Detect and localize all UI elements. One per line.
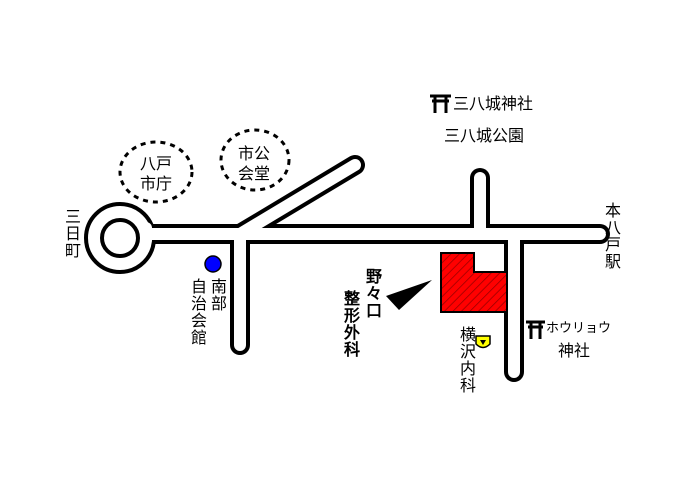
hon-hachinohe-label: 本八戸駅 — [602, 202, 621, 270]
torii-icon — [430, 94, 451, 113]
city-hall-label-1: 八戸 — [140, 154, 173, 173]
arrow-icon — [386, 280, 432, 310]
hourilyou-label-2: 神社 — [558, 341, 591, 360]
shrine-label: 三八城神社 — [453, 94, 534, 113]
city-hall-circle — [118, 140, 194, 204]
clinic-block — [440, 252, 508, 313]
hourilyou-label-1: ホウリョウ — [546, 321, 612, 336]
mikkamachi-label: 三日町 — [62, 208, 81, 259]
public-hall-label-1: 市公 — [238, 144, 271, 163]
auditorium-label-2: 自治会館 — [188, 278, 207, 346]
blue-circle-icon — [204, 255, 222, 273]
roads — [84, 155, 610, 382]
torii-icon — [526, 320, 545, 339]
auditorium-label-1: 南部 — [208, 278, 227, 312]
clinic-label-2: 整形外科 — [341, 290, 360, 358]
clinic-label-1: 野々口 — [363, 268, 382, 319]
yokosawa-label: 横沢内科 — [457, 326, 476, 394]
public-hall-circle — [219, 128, 291, 192]
city-hall-label-2: 市庁 — [140, 174, 173, 193]
park-label: 三八城公園 — [444, 126, 525, 145]
public-hall-label-2: 会堂 — [238, 164, 271, 183]
